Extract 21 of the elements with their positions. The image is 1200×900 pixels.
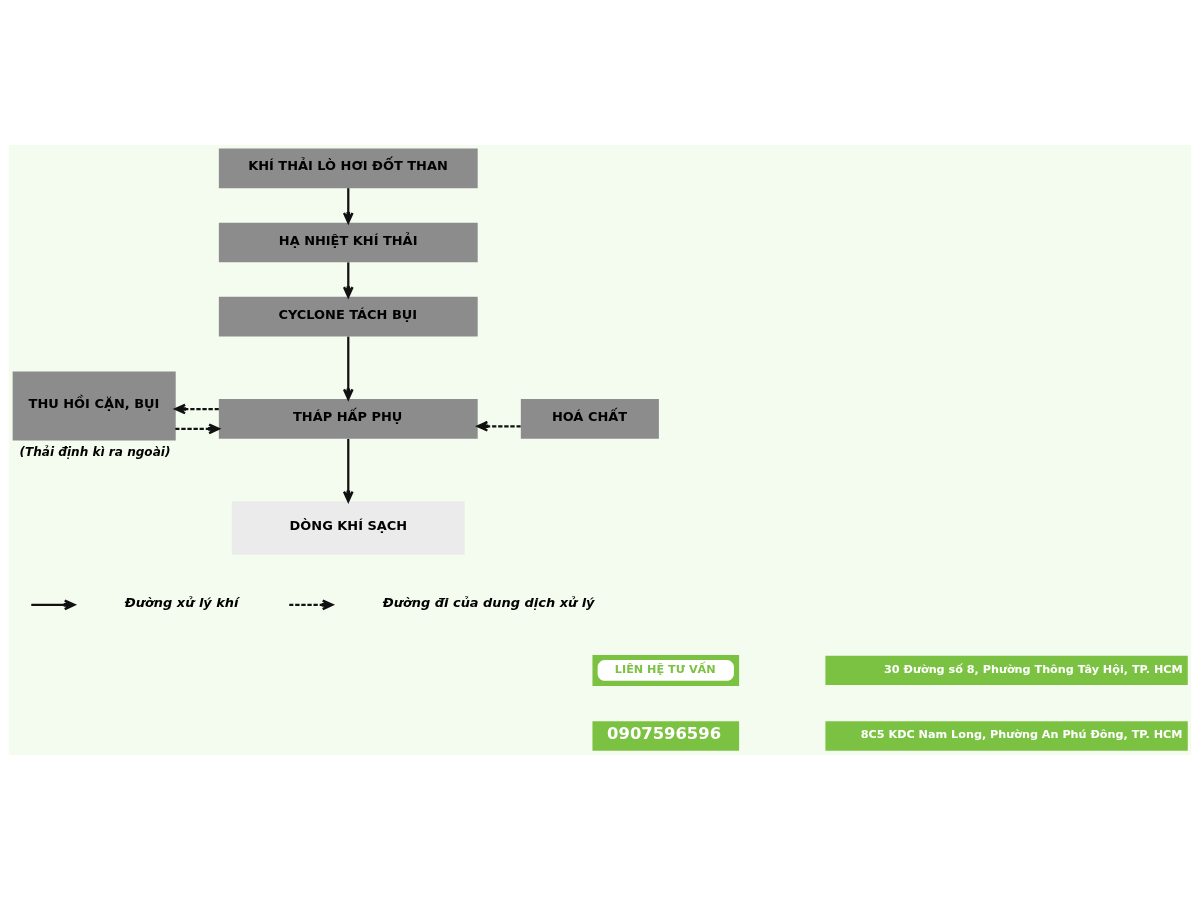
arrow xyxy=(342,262,354,298)
node-box: HẠ NHIỆT KHÍ THẢI xyxy=(218,222,478,263)
label: 30 Đường số 8, Phường Thông Tây Hội, TP. HCM xyxy=(884,662,1183,676)
label: 0907596596 xyxy=(607,724,722,744)
node-box: DÒNG KHÍ SẠCH xyxy=(231,501,465,555)
label: LIÊN HỆ TƯ VẤN xyxy=(614,662,716,676)
node-label: (Thải định kì ra ngoài) xyxy=(19,445,171,460)
arrow xyxy=(342,438,354,503)
arrow xyxy=(175,423,220,435)
legend-label: Đường đi của dung dịch xử lý xyxy=(382,595,595,611)
arrow xyxy=(342,188,354,224)
arrow xyxy=(342,336,354,401)
node-box: HOÁ CHẤT xyxy=(520,399,659,439)
node-box: CYCLONE TÁCH BỤI xyxy=(218,296,478,337)
node-box: THÁP HẤP PHỤ xyxy=(218,399,478,439)
arrow xyxy=(476,420,521,432)
arrow xyxy=(174,403,219,415)
node-box: THU HỒI CẶN, BỤI xyxy=(12,371,176,441)
node-box: KHÍ THẢI LÒ HƠI ĐỐT THAN xyxy=(218,148,478,189)
label: 8C5 KDC Nam Long, Phường An Phú Đông, TP. HCM xyxy=(860,728,1183,742)
legend-label: Đường xử lý khí xyxy=(124,595,239,611)
